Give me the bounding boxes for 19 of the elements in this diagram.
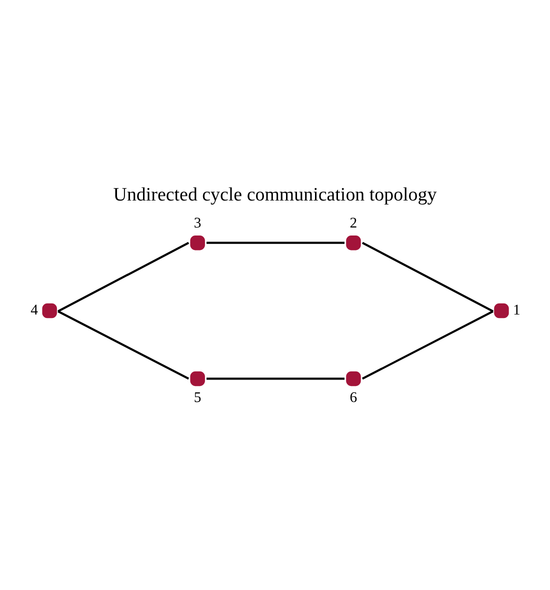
- node-circle: [190, 370, 205, 386]
- connector: [206, 241, 345, 244]
- node-label: 2: [350, 214, 358, 231]
- node-circle: [494, 302, 509, 318]
- node-circle: [346, 370, 361, 386]
- connector: [362, 310, 494, 380]
- node-label: 1: [513, 302, 520, 318]
- connector: [362, 241, 494, 312]
- node-circle: [346, 234, 361, 250]
- connector: [206, 377, 345, 380]
- connector: [58, 310, 190, 380]
- node-circle: [190, 234, 205, 250]
- node-label: 4: [30, 302, 38, 318]
- node-label: 6: [350, 390, 358, 406]
- node-label: 3: [194, 214, 202, 231]
- node-label: 5: [194, 390, 202, 406]
- node-circle: [42, 302, 57, 318]
- connector: [58, 241, 190, 312]
- diagram-title: Undirected cycle communication topology: [113, 184, 437, 206]
